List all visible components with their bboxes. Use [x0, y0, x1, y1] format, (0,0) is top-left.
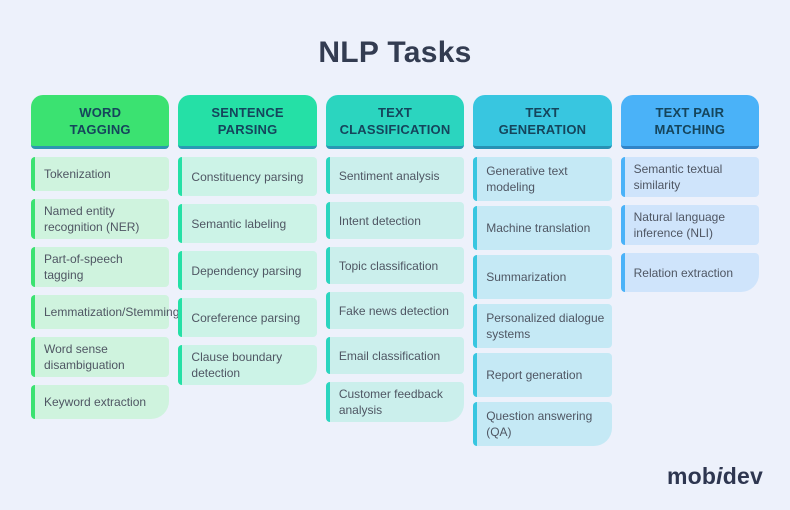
column-header: TEXT CLASSIFICATION: [325, 95, 465, 149]
column-header-line: TEXT: [525, 104, 560, 120]
brand-logo-italic-i: i: [716, 463, 723, 489]
task-item: Intent detection: [325, 202, 465, 239]
task-item-label: Tokenization: [44, 167, 111, 181]
task-item-label: Personalized dialogue systems: [486, 311, 605, 341]
task-item-label: Lemmatization/Stemming: [44, 305, 180, 319]
task-item-label: Relation extraction: [633, 265, 734, 280]
page-title: NLP Tasks: [318, 36, 472, 69]
task-item: Part-of-speech tagging: [31, 247, 170, 287]
task-item: Email classification: [325, 337, 465, 374]
columns-container: WORD TAGGING Tokenization Named entity r…: [31, 95, 760, 446]
task-item-label: Semantic textual similarity: [633, 162, 723, 192]
brand-logo-text: dev: [722, 463, 763, 489]
task-item-label: Part-of-speech tagging: [44, 252, 123, 282]
column-header-line: GENERATION: [498, 121, 587, 137]
column-header-line: TAGGING: [69, 121, 131, 137]
task-item: Lemmatization/Stemming: [31, 295, 179, 329]
column-header-line: PARSING: [217, 121, 278, 137]
task-item: Customer feedback analysis: [325, 382, 465, 422]
task-item-label: Constituency parsing: [191, 169, 304, 184]
task-item-label: Word sense disambiguation: [44, 342, 125, 372]
column-header: TEXT GENERATION: [473, 95, 612, 149]
task-item: Word sense disambiguation: [31, 337, 170, 377]
task-item-label: Semantic labeling: [191, 216, 287, 231]
task-item: Dependency parsing: [178, 251, 317, 290]
column-header-line: MATCHING: [654, 121, 726, 137]
column-header-line: TEXT PAIR: [655, 104, 725, 120]
column-text-pair-matching: TEXT PAIR MATCHING Semantic textual simi…: [620, 95, 760, 446]
column-text-classification: TEXT CLASSIFICATION Sentiment analysis I…: [325, 95, 465, 446]
task-item-label: Email classification: [338, 348, 441, 363]
task-item-label: Summarization: [486, 270, 567, 284]
task-item-label: Report generation: [486, 368, 583, 382]
brand-logo-text: mob: [667, 463, 717, 489]
task-item: Report generation: [473, 353, 612, 397]
column-word-tagging: WORD TAGGING Tokenization Named entity r…: [31, 95, 179, 446]
task-item: Sentiment analysis: [325, 157, 465, 194]
task-item: Personalized dialogue systems: [473, 304, 612, 348]
column-header-line: WORD: [79, 104, 122, 120]
task-item: Fake news detection: [325, 292, 465, 329]
task-item-label: Clause boundary detection: [191, 350, 283, 380]
task-item-label: Keyword extraction: [44, 395, 147, 409]
column-header-line: TEXT: [378, 104, 413, 120]
task-item-label: Coreference parsing: [191, 310, 301, 325]
column-header-line: CLASSIFICATION: [339, 121, 451, 137]
task-item: Summarization: [473, 255, 612, 299]
task-item-label: Customer feedback analysis: [338, 387, 443, 417]
column-header: WORD TAGGING: [31, 95, 170, 149]
task-item-label: Fake news detection: [338, 303, 449, 318]
task-item-label: Generative text modeling: [486, 164, 568, 194]
column-header-line: SENTENCE: [211, 104, 284, 120]
task-item: Semantic textual similarity: [620, 157, 760, 197]
task-item: Machine translation: [473, 206, 612, 250]
task-item-label: Named entity recognition (NER): [44, 204, 140, 234]
task-item-label: Intent detection: [338, 213, 421, 228]
column-text-generation: TEXT GENERATION Generative text modeling…: [473, 95, 612, 446]
task-item: Relation extraction: [620, 253, 760, 292]
task-item-label: Sentiment analysis: [338, 168, 440, 183]
column-sentence-parsing: SENTENCE PARSING Constituency parsing Se…: [178, 95, 317, 446]
task-item: Tokenization: [31, 157, 170, 191]
task-item: Natural language inference (NLI): [620, 205, 760, 245]
task-item: Question answering (QA): [473, 402, 612, 446]
task-item-label: Topic classification: [338, 258, 439, 273]
task-item-label: Machine translation: [486, 221, 591, 235]
task-item: Named entity recognition (NER): [31, 199, 170, 239]
column-header: TEXT PAIR MATCHING: [620, 95, 760, 149]
task-item-label: Natural language inference (NLI): [633, 210, 726, 240]
task-item: Coreference parsing: [178, 298, 317, 337]
task-item-label: Question answering (QA): [486, 409, 593, 439]
brand-logo: mobidev: [667, 463, 763, 490]
task-item: Topic classification: [325, 247, 465, 284]
column-header: SENTENCE PARSING: [178, 95, 317, 149]
task-item: Keyword extraction: [31, 385, 170, 419]
task-item: Constituency parsing: [178, 157, 317, 196]
task-item: Semantic labeling: [178, 204, 317, 243]
task-item: Generative text modeling: [473, 157, 612, 201]
task-item: Clause boundary detection: [178, 345, 317, 385]
task-item-label: Dependency parsing: [191, 263, 302, 278]
